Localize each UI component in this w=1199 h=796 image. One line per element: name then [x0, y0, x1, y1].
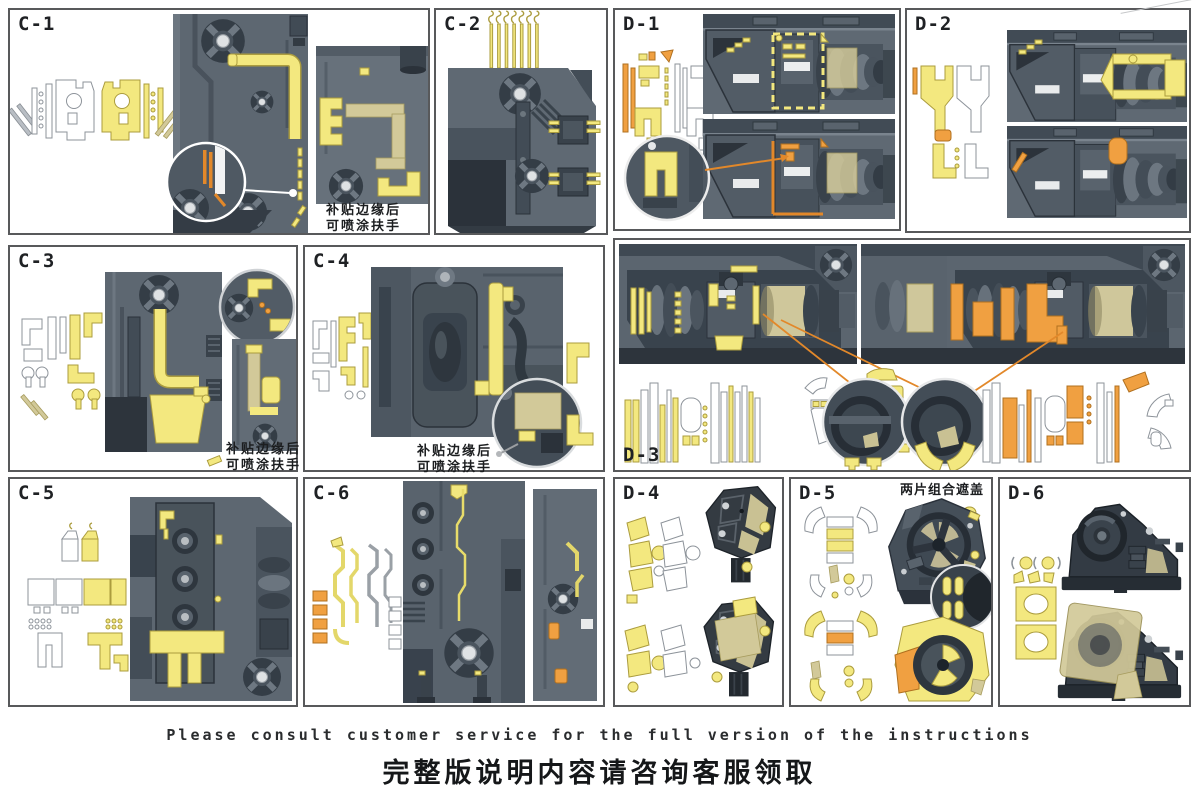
d2-photo-top	[1007, 30, 1187, 122]
note-line: 可喷涂扶手	[326, 218, 402, 233]
c2-decal-pins	[488, 10, 540, 69]
c1-magnifier	[165, 141, 297, 223]
d5-photo-top	[888, 498, 986, 605]
d1-photo-bottom	[703, 119, 895, 219]
panel-d5-artwork	[804, 498, 991, 702]
panel-d6-artwork	[1011, 479, 1189, 705]
panel-d1: D-1	[613, 8, 901, 231]
d5-decal-sheet-bottom	[804, 610, 878, 702]
footer-english-text: Please consult customer service for the …	[166, 726, 1033, 744]
panel-c5-label: C-5	[18, 482, 56, 504]
c4-magnifier	[491, 377, 583, 469]
d3-photo-left	[619, 244, 857, 364]
panel-d1-artwork	[622, 14, 895, 222]
d2-decal-sheet	[912, 65, 990, 179]
c3-photo-main	[105, 272, 223, 467]
panel-c6-label: C-6	[313, 482, 351, 504]
d4-decal-sheet-bottom	[624, 624, 701, 693]
c1-photo-side	[316, 46, 428, 204]
panel-c4-label: C-4	[313, 250, 351, 272]
d5-decal-sheet-top	[804, 506, 878, 599]
c3-decal-sheet	[20, 312, 103, 421]
panel-d1-label: D-1	[623, 13, 661, 35]
panel-d3: D-3	[613, 238, 1191, 472]
d4-photo-top	[705, 485, 777, 584]
note-line: 补贴边缘后	[226, 441, 302, 456]
c6-photo-main	[403, 481, 525, 703]
d3-decal-sheet-orange	[982, 371, 1174, 464]
panel-c1: C-1 补贴边缘后 可喷涂扶手	[8, 8, 430, 235]
footer: Please consult customer service for the …	[0, 726, 1199, 790]
panel-c4-note: 补贴边缘后 可喷涂扶手	[417, 443, 492, 475]
c1-decal-sheet	[10, 79, 184, 141]
d1-photo-top	[703, 14, 895, 114]
c4-photo-main	[371, 267, 563, 437]
d4-decal-sheet-top	[626, 516, 701, 604]
note-line: 补贴边缘后	[326, 202, 402, 217]
note-line: 可喷涂扶手	[417, 459, 493, 474]
panel-c5: C-5	[8, 477, 298, 707]
d2-photo-bottom	[1007, 126, 1187, 218]
d3-inset-right	[900, 377, 990, 470]
panel-c1-artwork	[10, 14, 428, 233]
panel-d6: D-6	[998, 477, 1191, 707]
c3-magnifier	[218, 268, 296, 366]
panel-c6-artwork	[312, 481, 597, 703]
c6-decal-sheet	[312, 536, 402, 650]
panel-c4-artwork	[312, 267, 594, 469]
panel-d3-artwork	[615, 244, 1189, 470]
panel-d3-label: D-3	[623, 444, 661, 466]
footer-chinese-text: 完整版说明内容请咨询客服领取	[382, 758, 817, 788]
panel-c5-artwork	[27, 497, 292, 701]
c2-connector-top	[548, 115, 601, 145]
panel-c2-label: C-2	[444, 13, 482, 35]
c6-photo-side	[533, 489, 597, 701]
c4-decal-sheet	[312, 312, 372, 400]
panel-d5: D-5 两片组合遮盖	[789, 477, 993, 707]
panel-c1-note: 补贴边缘后 可喷涂扶手	[326, 202, 401, 234]
panel-c4: C-4 补贴边缘后 可喷涂扶手	[303, 245, 605, 475]
panel-c2-artwork	[448, 10, 601, 233]
d1-magnifier	[623, 134, 789, 222]
panel-d4: D-4	[613, 477, 784, 707]
c5-photo	[130, 497, 292, 701]
d3-inset-left	[821, 377, 911, 470]
d6-photo-bottom	[1058, 602, 1183, 701]
d3-photo-right	[861, 244, 1185, 364]
c4-side-decals	[566, 342, 594, 446]
d6-photo-top	[1062, 504, 1183, 593]
panel-c6: C-6	[303, 477, 605, 707]
panel-d2-label: D-2	[915, 13, 953, 35]
d4-photo-bottom	[703, 596, 775, 698]
c1-photo-main	[165, 14, 308, 233]
panel-d2-artwork	[912, 30, 1187, 218]
panel-d5-note: 两片组合遮盖	[899, 482, 984, 497]
c3-photo-side	[232, 339, 296, 451]
note-line: 补贴边缘后	[417, 443, 493, 458]
panel-c1-label: C-1	[18, 13, 56, 35]
panel-d6-label: D-6	[1008, 482, 1046, 504]
c5-decal-sheet	[27, 522, 129, 672]
panel-c3-note: 补贴边缘后 可喷涂扶手	[226, 441, 301, 473]
c2-connector-bottom	[548, 167, 601, 197]
d5-photo-bottom	[894, 616, 990, 702]
panel-c3-artwork	[20, 268, 296, 467]
c1-dashed-strip	[290, 147, 307, 228]
panel-d4-artwork	[624, 485, 777, 698]
note-line: 可喷涂扶手	[226, 457, 302, 472]
panel-d2: D-2	[905, 8, 1191, 233]
panel-d5-label: D-5	[799, 482, 837, 504]
panel-c3-label: C-3	[18, 250, 56, 272]
panel-c3: C-3 补贴边缘后 可喷涂扶手	[8, 245, 301, 473]
d6-decal-sheet	[1011, 556, 1061, 660]
panel-d4-label: D-4	[623, 482, 661, 504]
c2-photo	[448, 68, 601, 233]
panel-c2: C-2	[434, 8, 608, 235]
